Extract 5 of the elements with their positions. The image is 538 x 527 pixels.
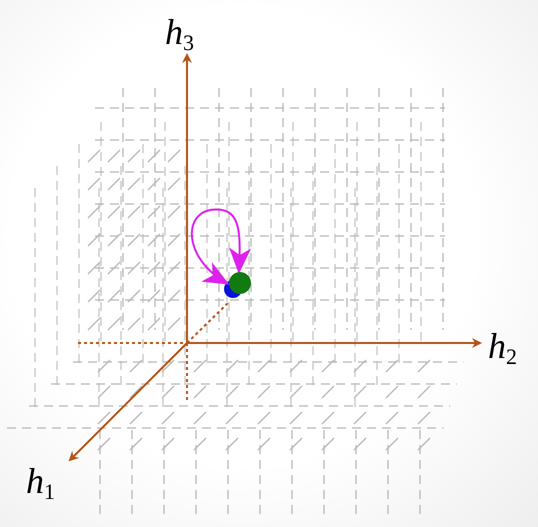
loop-arrow	[191, 208, 251, 285]
axis-label: h$_{2}$	[488, 328, 517, 368]
point-marker	[229, 272, 251, 294]
axis-label: h$_{3}$	[165, 14, 194, 54]
axis-label: h$_{1}$	[26, 463, 55, 503]
